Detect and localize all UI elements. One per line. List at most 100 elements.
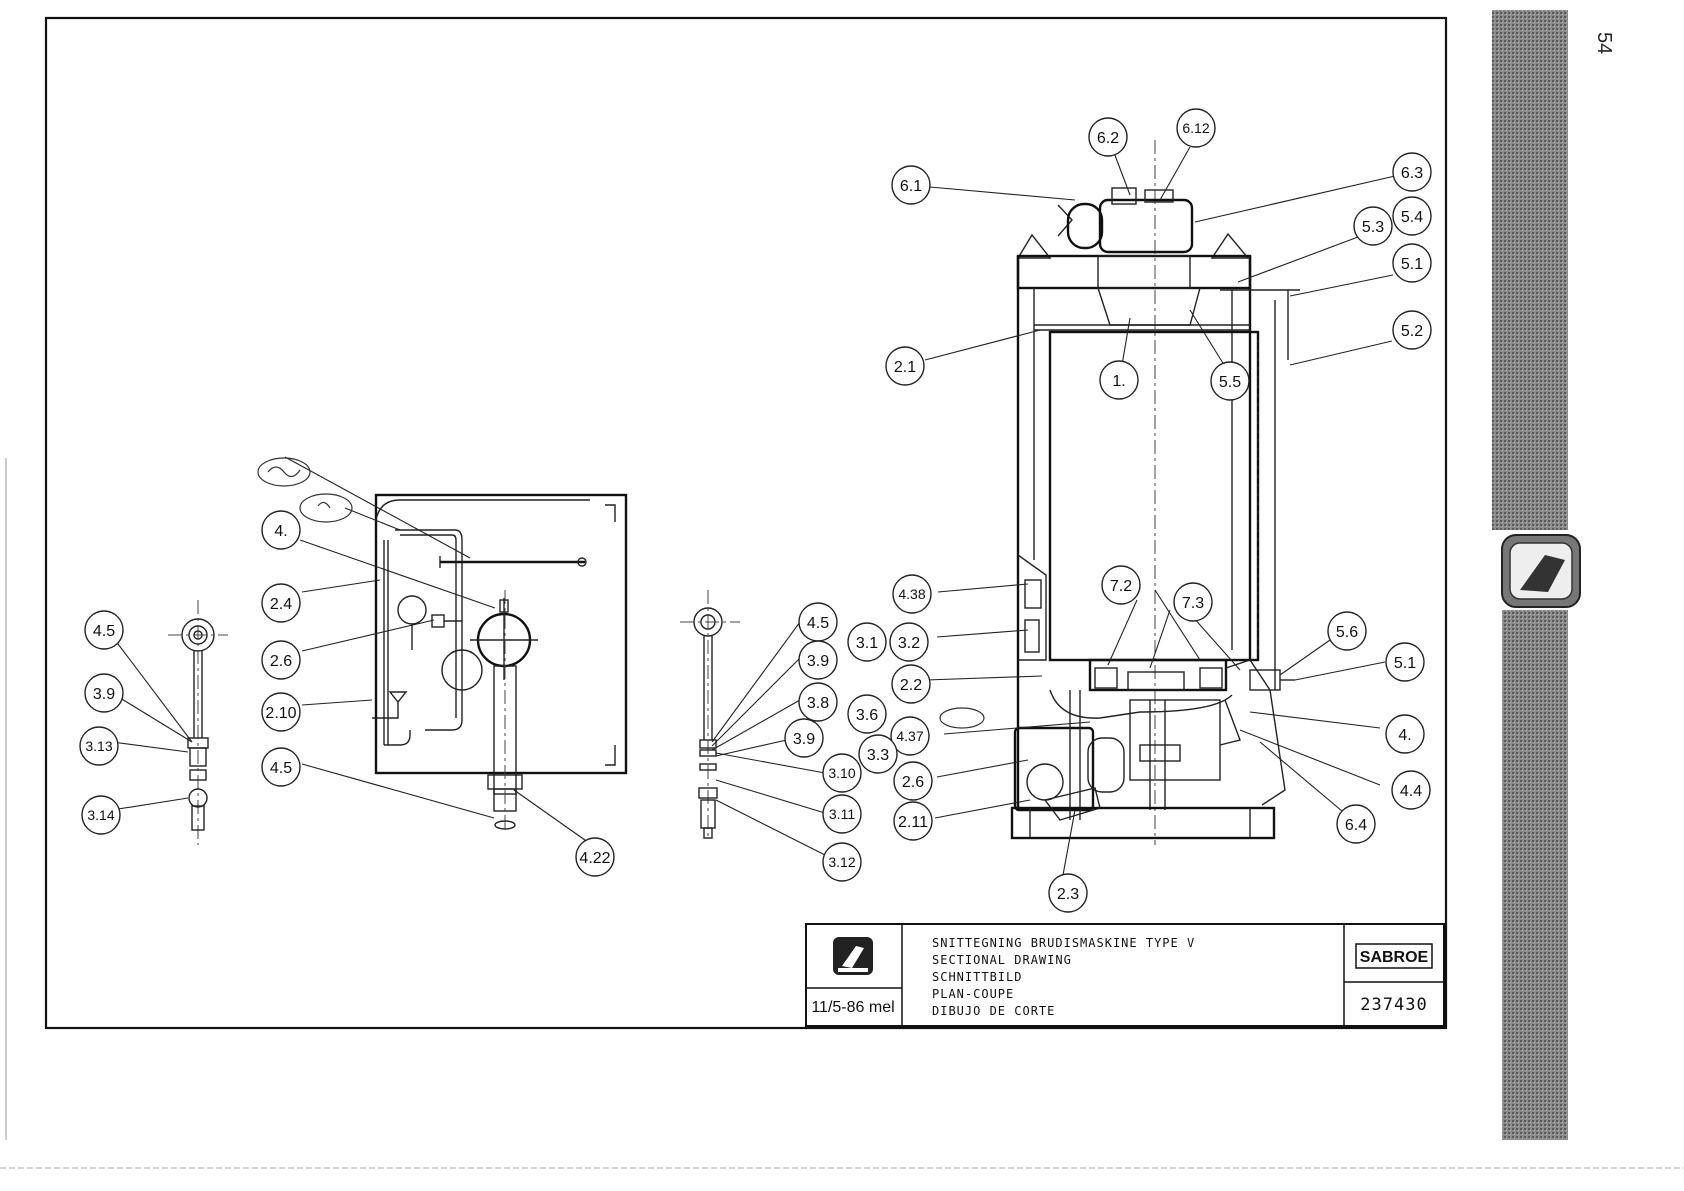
callout-2-6-tank: 2.6 (261, 640, 301, 680)
callout-2-3: 2.3 (1048, 873, 1088, 913)
drawing-date: 11/5-86 mel (811, 999, 894, 1016)
title-line-5: DIBUJO DE CORTE (932, 1004, 1055, 1018)
callout-label: 3.8 (807, 695, 829, 712)
callout-label: 2.6 (270, 653, 292, 670)
callout-label: 2.3 (1057, 886, 1079, 903)
drawing-number: 237430 (1360, 995, 1427, 1015)
page-number: 54 (1593, 32, 1615, 54)
callout-label: 2.1 (894, 359, 916, 376)
callout-4-37: 4.37 (890, 716, 930, 756)
callout-2-4: 2.4 (261, 583, 301, 623)
callout-3-10: 3.10 (822, 753, 862, 793)
callout-4-side: 4. (1385, 714, 1425, 754)
callout-6-2: 6.2 (1088, 117, 1128, 157)
callout-4-22: 4.22 (575, 837, 615, 877)
handwritten-annotation (257, 457, 985, 729)
callout-2-11: 2.11 (893, 801, 933, 841)
title-block: 11/5-86 mel SNITTEGNING BRUDISMASKINE TY… (805, 923, 1445, 1027)
callout-5-1-top: 5.1 (1392, 243, 1432, 283)
callout-label: 6.4 (1345, 817, 1367, 834)
callout-4-5-mid: 4.5 (798, 602, 838, 642)
callout-2-1: 2.1 (885, 346, 925, 386)
callout-label: 4.22 (579, 850, 610, 867)
callout-3-1: 3.1 (847, 622, 887, 662)
callout-3-12: 3.12 (822, 842, 862, 882)
drawing-frame (44, 16, 1448, 1030)
rod-assembly-middle (680, 590, 740, 840)
callout-6-4: 6.4 (1336, 804, 1376, 844)
callout-5-4: 5.4 (1392, 196, 1432, 236)
callout-label: 5.1 (1394, 655, 1416, 672)
callout-3-9-left: 3.9 (84, 673, 124, 713)
callout-label: 7.3 (1182, 595, 1204, 612)
callout-label: 6.3 (1401, 165, 1423, 182)
callout-label: 4. (1398, 727, 1411, 744)
callout-label: 2.2 (900, 677, 922, 694)
title-line-2: SECTIONAL DRAWING (932, 953, 1072, 967)
callout-6-12: 6.12 (1176, 108, 1216, 148)
leader-lines (111, 146, 1396, 876)
callout-label: 3.9 (807, 653, 829, 670)
callout-5-2: 5.2 (1392, 310, 1432, 350)
callout-label: 4.4 (1400, 783, 1422, 800)
callout-2-6-main: 2.6 (893, 761, 933, 801)
callout-label: 4. (274, 523, 287, 540)
callout-label: 4.5 (270, 760, 292, 777)
callout-label: 4.37 (896, 728, 923, 744)
main-machine-section (1010, 140, 1300, 845)
callout-label: 3.10 (828, 765, 855, 781)
callout-5-3: 5.3 (1353, 206, 1393, 246)
callout-label: 5.1 (1401, 256, 1423, 273)
callout-label: 4.5 (93, 623, 115, 640)
callout-3-8: 3.8 (798, 682, 838, 722)
callout-4-tank: 4. (261, 510, 301, 550)
callout-label: 7.2 (1110, 578, 1132, 595)
callout-label: 2.4 (270, 596, 292, 613)
callout-label: 1. (1112, 373, 1125, 390)
callout-7-3: 7.3 (1173, 582, 1213, 622)
binding-strip (1492, 10, 1581, 1140)
callout-label: 3.3 (867, 747, 889, 764)
callout-4-5-left: 4.5 (84, 610, 124, 650)
title-line-3: SCHNITTBILD (932, 970, 1022, 984)
callout-label: 3.1 (856, 635, 878, 652)
callout-label: 3.9 (93, 686, 115, 703)
callout-3-9-mid: 3.9 (798, 640, 838, 680)
callout-label: 2.10 (265, 705, 296, 722)
callout-3-11: 3.11 (822, 794, 862, 834)
callout-label: 5.4 (1401, 209, 1423, 226)
callout-4-4: 4.4 (1391, 770, 1431, 810)
callout-1: 1. (1099, 360, 1139, 400)
callout-label: 6.12 (1182, 120, 1209, 136)
callout-label: 3.12 (828, 854, 855, 870)
brand-name: SABROE (1360, 949, 1429, 966)
company-logo (833, 937, 873, 975)
callout-label: 3.6 (856, 707, 878, 724)
callout-label: 2.11 (898, 814, 928, 831)
callout-label: 3.9 (793, 731, 815, 748)
callout-3-14: 3.14 (81, 795, 121, 835)
callout-label: 3.13 (85, 738, 112, 754)
callout-7-2: 7.2 (1101, 565, 1141, 605)
callout-5-5: 5.5 (1210, 361, 1250, 401)
callout-label: 5.2 (1401, 323, 1423, 340)
callout-3-6: 3.6 (847, 694, 887, 734)
callout-label: 6.2 (1097, 130, 1119, 147)
callout-bubbles: 6.12 6.2 6.1 6.3 5.4 5.3 5.1 5.2 2.1 1. … (79, 108, 1432, 913)
rod-assembly-left (168, 600, 228, 845)
callout-label: 5.5 (1219, 374, 1241, 391)
callout-3-2: 3.2 (889, 622, 929, 662)
title-line-1: SNITTEGNING BRUDISMASKINE TYPE V (932, 936, 1195, 950)
callout-6-1: 6.1 (891, 165, 931, 205)
callout-label: 4.38 (898, 586, 925, 602)
callout-4-38: 4.38 (892, 574, 932, 614)
callout-3-13: 3.13 (79, 726, 119, 766)
callout-4-5-tank: 4.5 (261, 747, 301, 787)
callout-label: 5.3 (1362, 219, 1384, 236)
callout-label: 3.14 (87, 807, 114, 823)
callout-5-6: 5.6 (1327, 611, 1367, 651)
callout-6-3: 6.3 (1392, 152, 1432, 192)
callout-2-2: 2.2 (891, 664, 931, 704)
callout-label: 2.6 (902, 774, 924, 791)
callout-label: 3.11 (829, 806, 855, 822)
